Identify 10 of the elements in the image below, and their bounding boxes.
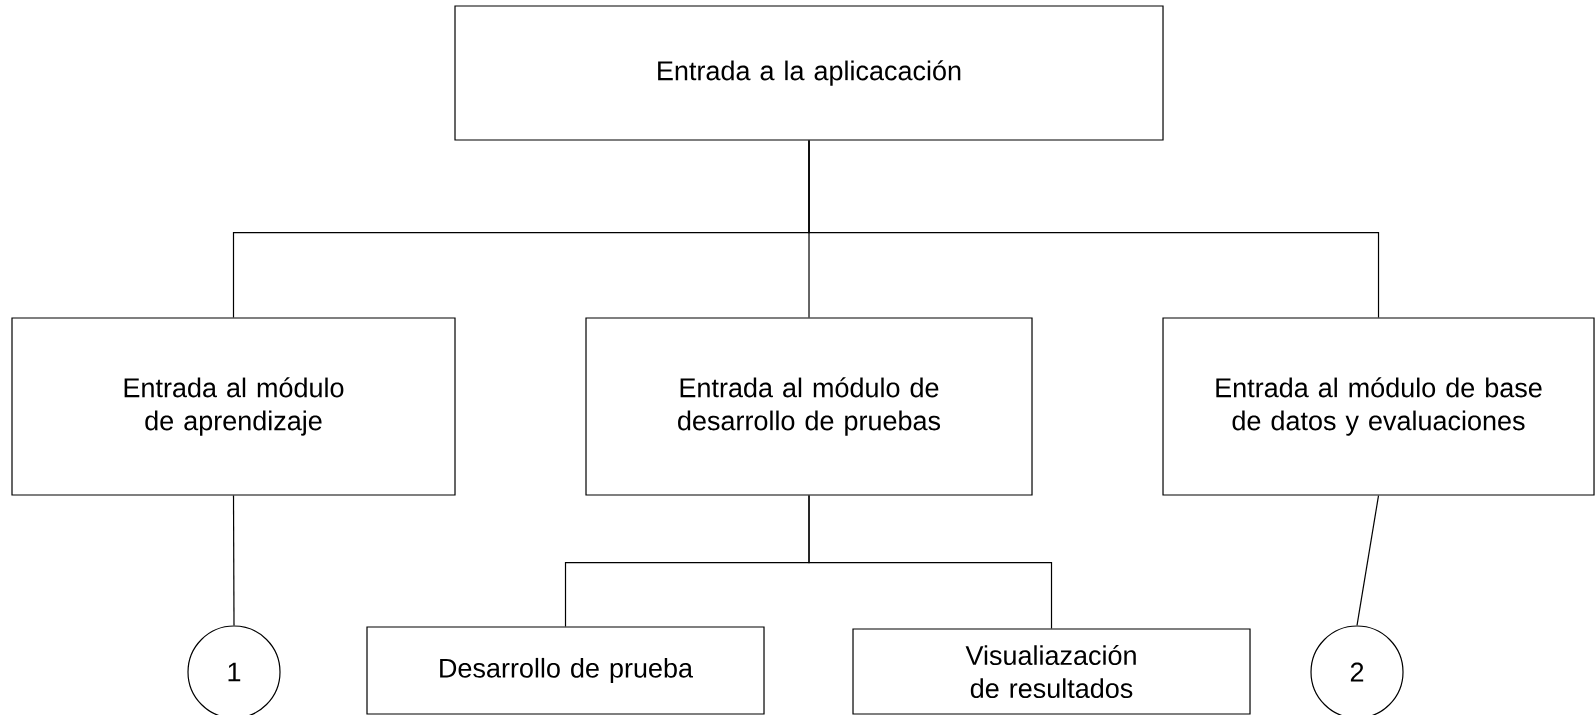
process-box: Visualiazación de resultados bbox=[852, 628, 1251, 715]
connector-line bbox=[808, 140, 1380, 318]
process-box: Desarrollo de prueba bbox=[366, 626, 765, 715]
process-box: Entrada al módulo de base de datos y evaluaciones bbox=[1162, 317, 1595, 496]
process-box: Entrada a la aplicacación bbox=[454, 5, 1164, 141]
connector-line bbox=[1356, 495, 1380, 626]
connector-line bbox=[808, 495, 1053, 629]
connector-line bbox=[232, 495, 235, 626]
process-box: Entrada al módulo de aprendizaje bbox=[11, 317, 456, 496]
process-box: Entrada al módulo de desarrollo de pruebas bbox=[585, 317, 1033, 496]
